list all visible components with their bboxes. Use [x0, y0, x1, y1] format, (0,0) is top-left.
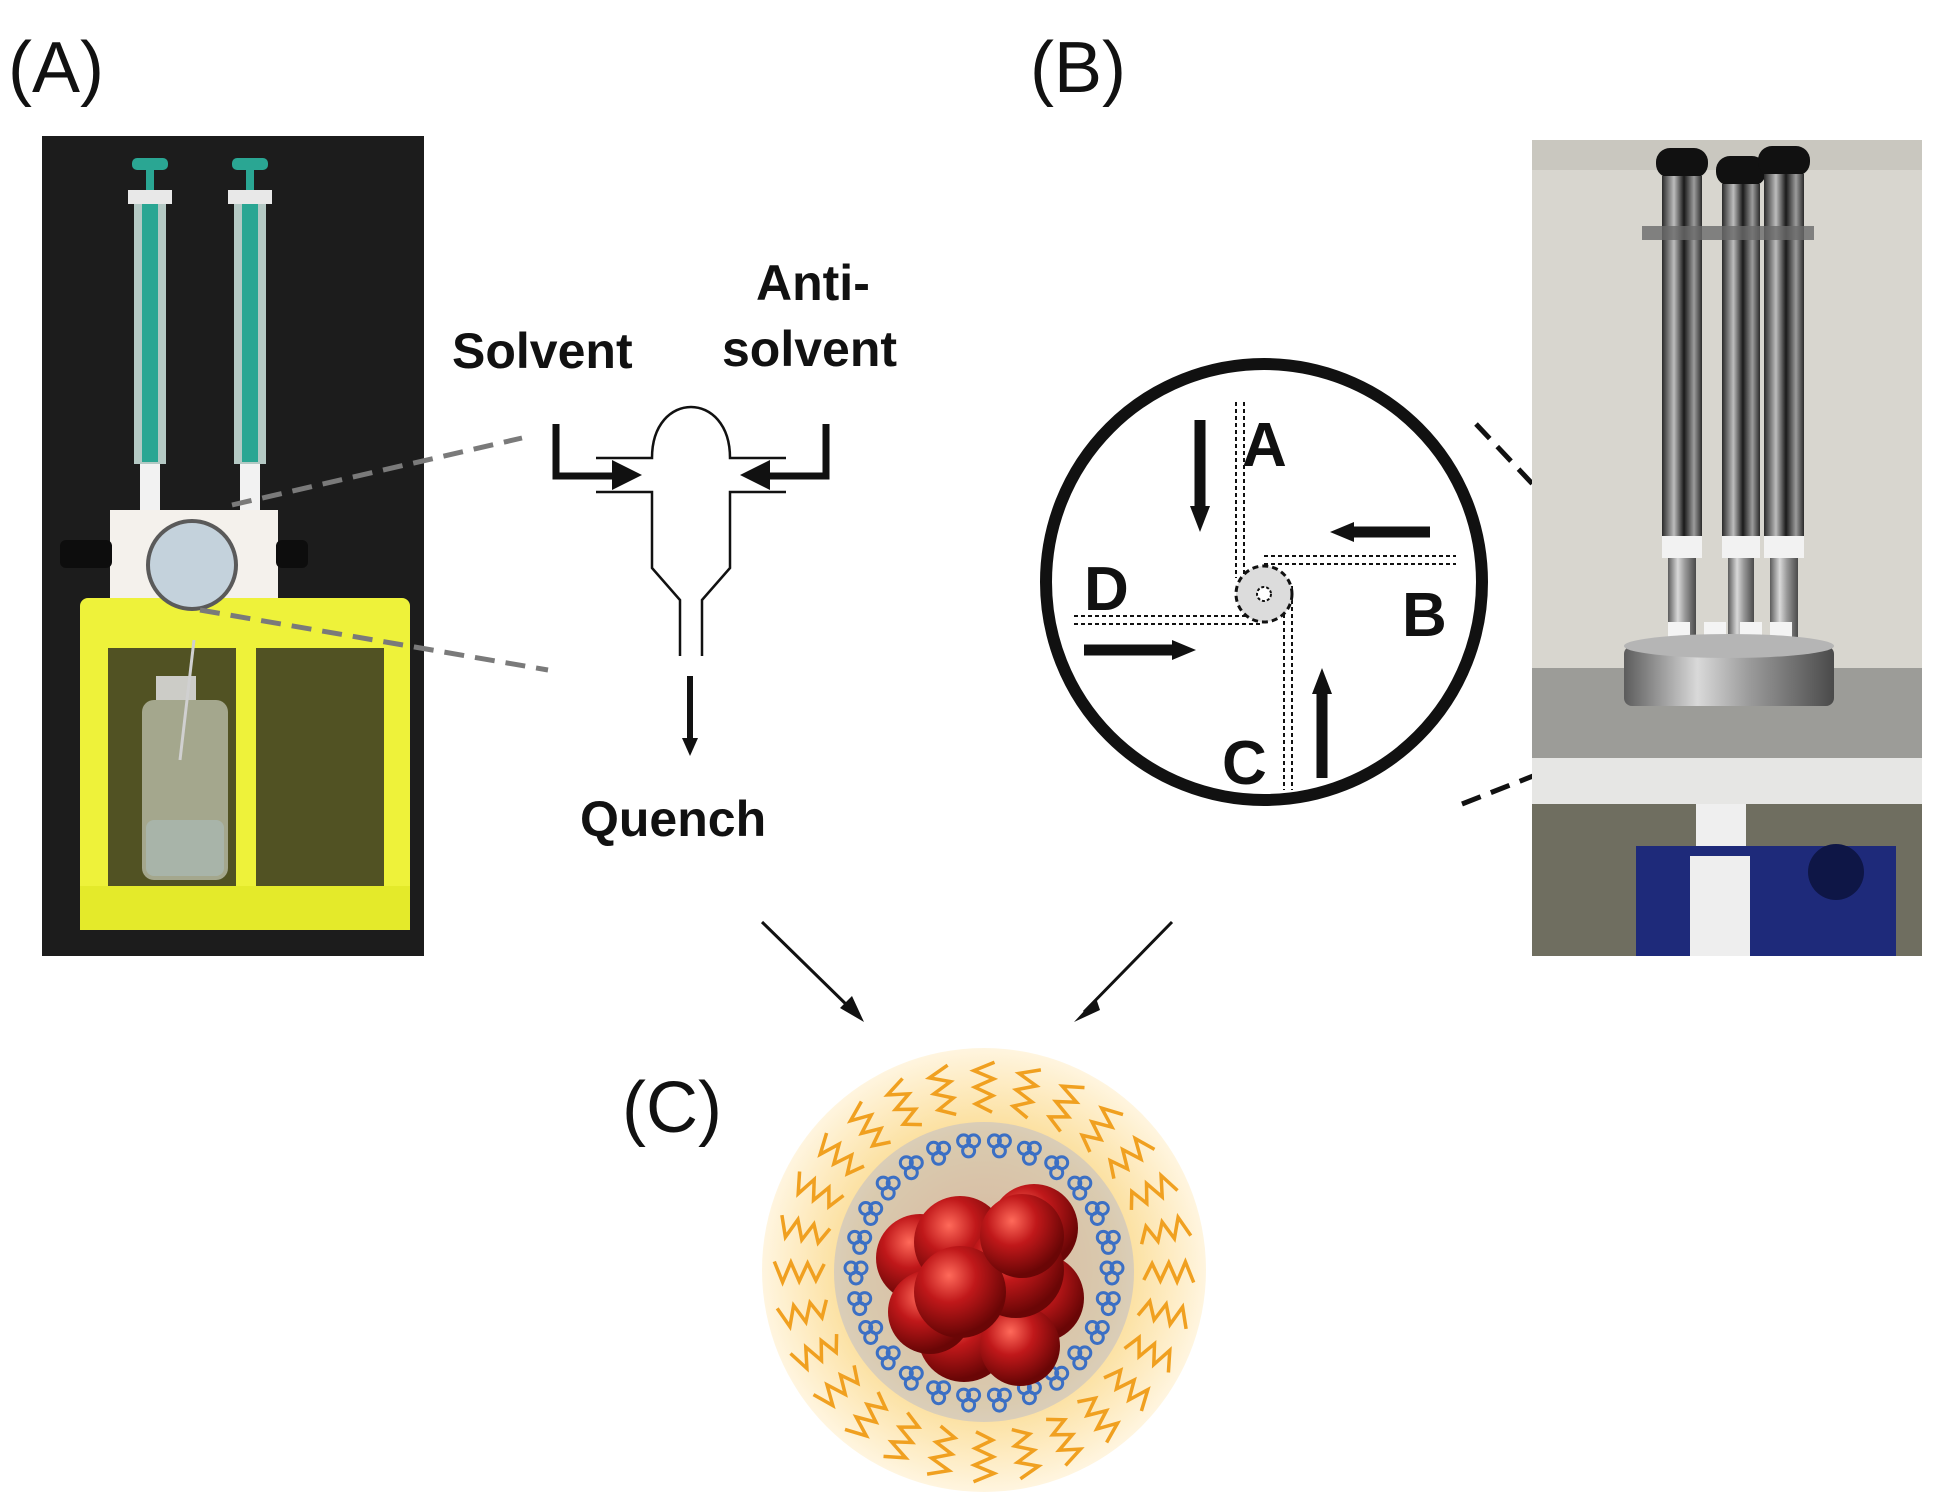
stabilizer-molecule [926, 1140, 952, 1166]
stabilizer-molecule [858, 1201, 884, 1226]
polymer-chain [1139, 1212, 1193, 1246]
stabilizer-molecule [898, 1365, 924, 1391]
stabilizer-molecule [875, 1175, 901, 1201]
polymer-chain [789, 1334, 839, 1373]
polymer-chain [1142, 1257, 1196, 1287]
arrow-a-to-c [760, 920, 856, 1014]
stabilizer-molecule [1084, 1320, 1110, 1345]
polymer-chain [780, 1214, 832, 1247]
polymer-chain [1077, 1395, 1122, 1444]
drug-core-cluster [876, 1184, 1084, 1386]
stabilizer-layer [843, 1133, 1125, 1413]
nanoparticle-illustration [762, 1048, 1206, 1492]
antisolvent-label-line2: solvent [722, 321, 897, 377]
stabilizer-molecule [956, 1387, 982, 1413]
polymer-brush-chains [772, 1060, 1196, 1484]
inlet-label-c: C [1222, 729, 1267, 798]
stabilizer-molecule [1067, 1175, 1093, 1201]
inlet-label-b: B [1402, 581, 1447, 650]
syringe-right [228, 158, 272, 514]
polymer-chain [1107, 1134, 1156, 1179]
polymer-chain [796, 1171, 845, 1211]
polymer-chain [1009, 1068, 1042, 1120]
polymer-chain [1136, 1297, 1188, 1330]
mixer-schematic-a: Solvent Anti- solvent Quench [452, 255, 897, 847]
syringe-left [128, 158, 172, 514]
panel-label-c: (C) [622, 1068, 722, 1148]
stabilizer-molecule [898, 1155, 924, 1181]
polymer-chain [772, 1257, 826, 1287]
stabilizer-molecule [1099, 1260, 1125, 1286]
stabilizer-molecule [1095, 1291, 1121, 1317]
antisolvent-label-line1: Anti- [756, 255, 870, 311]
yellow-rack [80, 598, 410, 930]
polymer-chain [1129, 1171, 1179, 1210]
photo-b-vortex-setup [1532, 140, 1922, 956]
stabilizer-molecule [875, 1345, 901, 1371]
polymer-chain [1123, 1333, 1172, 1373]
inlet-label-d: D [1084, 555, 1129, 624]
stabilizer-molecule [1084, 1201, 1110, 1226]
polymer-chain [846, 1100, 891, 1149]
polymer-chain [812, 1365, 861, 1410]
quench-label: Quench [580, 791, 766, 847]
magnifier-circle-a [146, 519, 238, 611]
polymer-chain [926, 1424, 959, 1476]
stabilizer-molecule [926, 1380, 952, 1406]
stabilizer-molecule [847, 1229, 873, 1255]
polymer-chain [1079, 1105, 1124, 1153]
stabilizer-molecule [956, 1133, 982, 1159]
zoom-line-a-bottom [199, 607, 549, 673]
mixer-schematic-b: A B C D [1040, 358, 1488, 806]
stabilizer-molecule [858, 1320, 884, 1345]
panel-label-b: (B) [1030, 28, 1126, 108]
collection-vial [142, 639, 228, 880]
zoom-line-a-top [231, 435, 523, 508]
stabilizer-molecule [986, 1387, 1012, 1413]
solvent-label: Solvent [452, 323, 633, 379]
polymer-chain [1045, 1084, 1085, 1133]
panel-label-a: (A) [8, 28, 104, 108]
glass-syringe-2 [1716, 156, 1766, 638]
stabilizer-molecule [1067, 1345, 1093, 1371]
polymer-chain [883, 1411, 923, 1460]
stabilizer-molecule [1044, 1155, 1070, 1181]
polymer-chain [969, 1430, 999, 1484]
polymer-chain [775, 1298, 829, 1332]
polymer-chain [844, 1391, 889, 1439]
stabilizer-molecule [986, 1133, 1012, 1159]
polymer-chain [969, 1060, 999, 1114]
stabilizer-molecule [1016, 1140, 1042, 1166]
stabilizer-molecule [843, 1260, 869, 1286]
inlet-label-a: A [1242, 411, 1287, 480]
polymer-chain [924, 1063, 958, 1117]
polymer-chain [1010, 1427, 1044, 1481]
polymer-chain [883, 1077, 922, 1127]
stabilizer-molecule [1095, 1229, 1121, 1255]
stabilizer-molecule [847, 1291, 873, 1317]
polymer-chain [1103, 1367, 1151, 1412]
photo-a-mixer-setup [42, 136, 424, 956]
polymer-chain [817, 1132, 865, 1177]
arrow-b-to-c [1082, 920, 1174, 1014]
polymer-chain [1046, 1417, 1085, 1467]
